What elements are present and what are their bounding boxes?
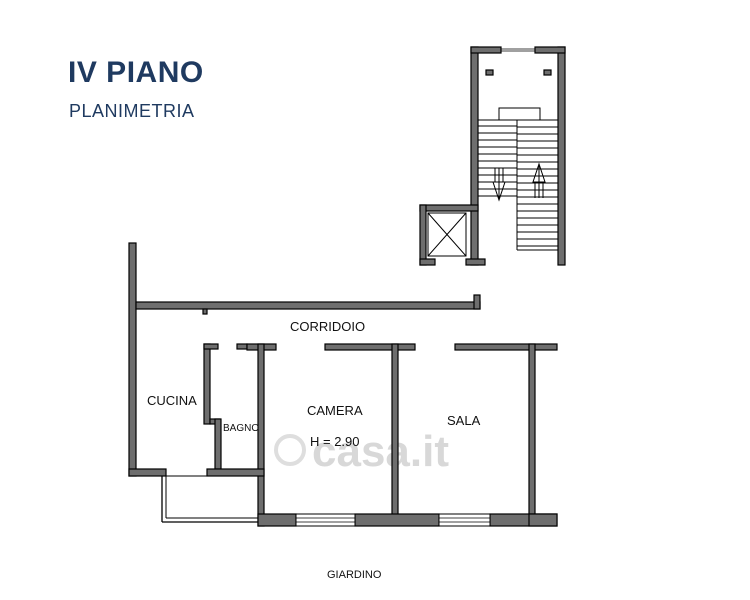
balcony (161, 475, 258, 523)
room-label-sala: SALA (447, 413, 481, 428)
window-sala (438, 513, 491, 527)
wall-bagno-bottom (206, 468, 265, 477)
stair-flight-left (478, 119, 517, 197)
area-label-giardino: GIARDINO (327, 569, 382, 581)
window-camera (295, 513, 356, 527)
plan-subtitle: PLANIMETRIA (69, 101, 195, 121)
room-label-bagno: BAGNO (223, 423, 259, 434)
stair-wall-top-left (470, 46, 502, 54)
room-height-label: H = 2.90 (310, 434, 360, 449)
stair-up-arrow-icon (532, 162, 546, 198)
stair-wall-top-right (534, 46, 566, 54)
wall-camera-sala (391, 343, 399, 521)
room-label-camera: CAMERA (307, 403, 363, 418)
watermark-text: casa.it (312, 427, 449, 476)
room-label-corridoio: CORRIDOIO (290, 319, 365, 334)
lift-wall-top (419, 204, 479, 212)
floor-title: IV PIANO (68, 56, 204, 89)
room-label-cucina: CUCINA (147, 393, 197, 408)
watermark: casa.it (274, 427, 449, 476)
stair-down-arrow-icon (492, 168, 506, 202)
wall-left-exterior (128, 242, 137, 477)
wall-corridor-top (135, 301, 481, 310)
stair-wall-left (470, 46, 479, 266)
stairwell (419, 46, 566, 266)
wall-right-exterior (528, 343, 536, 521)
stair-wall-right (557, 46, 566, 266)
wall-camera-top (324, 343, 416, 351)
stair-flight-right (517, 119, 558, 247)
lift-wall-left (419, 204, 427, 266)
wall-camera-left (257, 343, 265, 527)
apartment-walls (128, 242, 558, 527)
wall-sala-top (454, 343, 558, 351)
wall-cucina-bagno (203, 343, 211, 425)
